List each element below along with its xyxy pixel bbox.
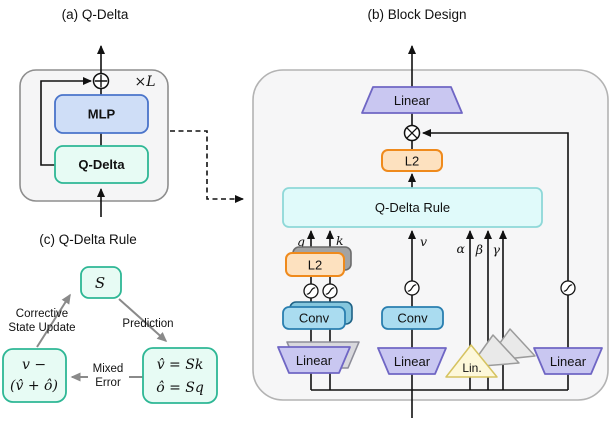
panel-b: Linear L2 Q-Delta Rule q k v α β γ L2 — [252, 45, 609, 418]
correction-box — [2, 348, 67, 403]
prediction-line2: ô = Sq — [156, 380, 204, 396]
panel-a-title: (a) Q-Delta — [62, 7, 129, 22]
l2-norm-left-block — [285, 252, 345, 277]
conv-mid-block — [381, 306, 444, 330]
conv-left-block — [282, 306, 346, 330]
linear-out-label: Linear — [394, 93, 431, 108]
qdelta-block — [54, 145, 149, 184]
conv-left-label: Conv — [299, 311, 330, 326]
prediction-line1: v̂ = Sk — [157, 357, 204, 373]
panel-a-to-b-dashed-arrow — [170, 130, 244, 203]
sigmoid-activation-icon — [322, 283, 338, 299]
multiply-icon — [403, 124, 421, 142]
linear-right-trapezoid — [533, 347, 603, 375]
alpha-wire-label: α — [457, 241, 466, 256]
l2-norm-top-block — [381, 149, 443, 172]
q-wire-label: q — [297, 234, 305, 249]
linear-right-label: Linear — [550, 354, 587, 369]
sigmoid-activation-icon — [303, 283, 319, 299]
mixed-error-label-line1: Mixed — [93, 363, 124, 375]
repeat-count-label: ×L — [134, 74, 155, 90]
prediction-box — [142, 347, 218, 404]
beta-wire-label: β — [475, 242, 483, 257]
correction-line2: (v̂ + ô) — [10, 378, 58, 394]
sigmoid-activation-icon — [404, 280, 420, 296]
conv-mid-label: Conv — [397, 311, 428, 326]
sum-icon — [92, 72, 110, 90]
corrective-label-line1: Corrective — [16, 308, 68, 320]
linear-out-trapezoid — [361, 86, 463, 114]
correction-line1: v − — [22, 357, 46, 373]
qdelta-rule-label: Q-Delta Rule — [375, 200, 450, 215]
corrective-label-line2: State Update — [8, 322, 75, 334]
panel-a-residual-arrow — [40, 77, 92, 166]
k-wire-label: k — [336, 233, 344, 248]
corrective-update-arrow — [36, 293, 71, 348]
panel-a: ×L MLP Q-Delta — [19, 45, 244, 217]
l2-norm-top-label: L2 — [405, 154, 419, 169]
sigmoid-activation-icon — [560, 280, 576, 296]
prediction-edge-label: Prediction — [122, 318, 173, 330]
mlp-block — [54, 94, 149, 134]
linear-left-trapezoid — [277, 346, 351, 374]
lin-triangle-label: Lin. — [462, 361, 481, 375]
mixed-error-label-line2: Error — [95, 377, 121, 389]
mlp-block-label: MLP — [88, 107, 116, 122]
lin-triangle-block — [445, 344, 498, 378]
panel-b-title: (b) Block Design — [367, 7, 466, 22]
prediction-arrow — [118, 298, 168, 342]
gamma-wire-label: γ — [493, 242, 501, 257]
linear-mid-trapezoid — [377, 347, 447, 375]
linear-mid-label: Linear — [394, 354, 431, 369]
state-box — [80, 266, 122, 299]
panel-c-title: (c) Q-Delta Rule — [39, 232, 137, 247]
panel-c: S v − (v̂ + ô) v̂ = Sk ô = Sq Corrective… — [2, 266, 218, 404]
l2-norm-left-label: L2 — [308, 258, 322, 273]
linear-left-label: Linear — [296, 353, 333, 368]
qdelta-rule-block — [282, 187, 543, 228]
gate-feedback-arrow — [422, 129, 569, 390]
v-wire-label: v — [420, 234, 427, 249]
qdelta-block-label: Q-Delta — [78, 157, 125, 172]
state-label: S — [95, 274, 105, 292]
